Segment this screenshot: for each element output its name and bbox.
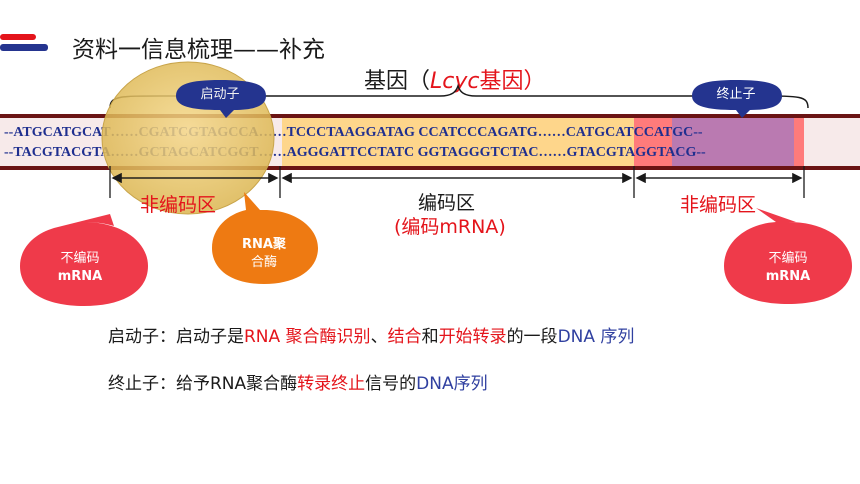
promoter-bubble bbox=[176, 80, 266, 118]
promoter-def-p3: 、 bbox=[370, 327, 388, 347]
terminator-def-p1: 给予RNA聚合酶 bbox=[176, 374, 298, 394]
terminator-region-inner bbox=[672, 118, 794, 166]
promoter-def-p2: RNA 聚合酶识别 bbox=[244, 327, 371, 347]
promoter-def-p5: 和 bbox=[421, 327, 439, 347]
promoter-def-p7: 的一段 bbox=[506, 327, 558, 347]
gene-title-suffix: 基因） bbox=[479, 69, 546, 94]
title-decoration bbox=[0, 34, 48, 51]
slide-title: 资料一信息梳理——补充 bbox=[72, 37, 325, 63]
terminator-bubble bbox=[692, 80, 782, 118]
noncoding-mrna-left-bubble bbox=[20, 214, 148, 306]
noncoding-mrna-left-line1: 不编码 bbox=[60, 251, 100, 266]
coding-region-label: 编码区 bbox=[418, 192, 476, 214]
rna-polymerase-line1: RNA聚 bbox=[242, 237, 286, 252]
promoter-def-p4: 结合 bbox=[387, 327, 422, 347]
noncoding-mrna-left-line2: mRNA bbox=[57, 269, 103, 284]
terminator-def-p2: 转录终止 bbox=[297, 374, 366, 394]
promoter-def-p6: 开始转录 bbox=[438, 327, 507, 347]
noncoding-mrna-right-bubble bbox=[724, 208, 852, 304]
rna-polymerase-bubble bbox=[212, 192, 318, 284]
gene-title-name: Lcyc bbox=[430, 69, 480, 94]
rna-polymerase-line2: 合酶 bbox=[250, 255, 277, 270]
promoter-def-p8: DNA 序列 bbox=[557, 327, 635, 347]
gene-title-prefix: 基因（ bbox=[364, 69, 431, 94]
terminator-def-term: 终止子： bbox=[108, 374, 176, 394]
dna-band-top-line bbox=[0, 114, 860, 118]
terminator-definition: 终止子：给予RNA聚合酶转录终止信号的DNA序列 bbox=[108, 369, 488, 394]
promoter-definition: 启动子：启动子是RNA 聚合酶识别、结合和开始转录的一段DNA 序列 bbox=[108, 322, 634, 347]
noncoding-region-right-label: 非编码区 bbox=[680, 194, 757, 216]
coding-region-highlight bbox=[282, 118, 634, 166]
terminator-def-p4: DNA序列 bbox=[416, 374, 488, 394]
noncoding-region-left-label: 非编码区 bbox=[140, 194, 217, 216]
promoter-def-p1: 启动子是 bbox=[176, 327, 244, 347]
dna-band-bottom-line bbox=[0, 166, 860, 170]
promoter-def-term: 启动子： bbox=[108, 327, 176, 347]
terminator-label: 终止子 bbox=[716, 87, 756, 102]
terminator-def-p3: 信号的 bbox=[365, 374, 417, 394]
region-arrows bbox=[109, 166, 805, 198]
noncoding-mrna-right-line2: mRNA bbox=[765, 269, 811, 284]
coding-region-sublabel: (编码mRNA) bbox=[394, 216, 506, 238]
promoter-label: 启动子 bbox=[200, 87, 240, 102]
noncoding-mrna-right-line1: 不编码 bbox=[768, 251, 808, 266]
gene-title: 基因（Lcyc基因） bbox=[364, 63, 546, 95]
